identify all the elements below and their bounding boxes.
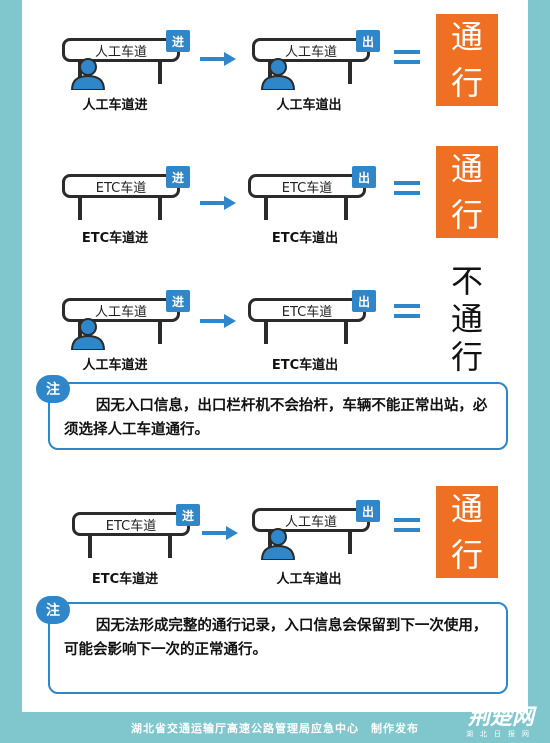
gate-label: ETC车道 <box>105 518 157 534</box>
gate-bar: ETC车道 <box>248 298 366 322</box>
exit-gate-2: ETC车道 出 <box>248 166 378 226</box>
result-pass-1: 通 行 <box>436 14 498 106</box>
logo-url: www.cnhubei.com <box>464 697 528 705</box>
result-char: 通 <box>450 150 483 188</box>
exit-tag: 出 <box>356 500 380 522</box>
exit-caption-2: ETC车道出 <box>271 231 339 246</box>
note-box-2: 因无法形成完整的通行记录，入口信息会保留到下一次使用，可能会影响下一次的正常通行… <box>48 602 508 694</box>
equals-icon <box>394 50 420 64</box>
entry-caption-4: ETC车道进 <box>91 572 159 587</box>
footer-credit: 湖北省交通运输厅高速公路管理局应急中心 制作发布 <box>131 721 419 735</box>
entry-gate-4: ETC车道 进 <box>72 504 202 564</box>
result-char: 行 <box>450 338 483 376</box>
result-char: 通 <box>450 18 483 56</box>
result-char: 行 <box>450 64 483 102</box>
gate-label: ETC车道 <box>281 180 333 196</box>
exit-gate-1: 人工车道 出 <box>252 30 382 90</box>
note-badge-2: 注 <box>36 596 70 624</box>
entry-tag: 进 <box>166 166 190 188</box>
gate-label: 人工车道 <box>284 44 337 60</box>
entry-gate-3: 人工车道 进 <box>62 290 192 350</box>
equals-icon <box>394 181 420 195</box>
result-pass-2: 通 行 <box>436 146 498 238</box>
exit-gate-3: ETC车道 出 <box>248 290 378 350</box>
toll-collector-icon <box>260 58 296 90</box>
gate-bar: ETC车道 <box>248 174 366 198</box>
gate-bar: ETC车道 <box>62 174 180 198</box>
result-char: 行 <box>450 536 483 574</box>
result-char: 通 <box>450 490 483 528</box>
entry-caption-1: 人工车道进 <box>82 98 148 113</box>
gate-bar: 人工车道 <box>62 298 180 322</box>
result-char: 通 <box>450 300 483 338</box>
result-char: 行 <box>450 196 483 234</box>
arrow-right-icon <box>200 52 236 66</box>
exit-caption-4: 人工车道出 <box>276 572 342 587</box>
entry-caption-3: 人工车道进 <box>82 358 148 373</box>
note-box-1: 因无入口信息，出口栏杆机不会抬杆，车辆不能正常出站，必须选择人工车道通行。 <box>48 382 508 450</box>
entry-tag: 进 <box>166 30 190 52</box>
equals-icon <box>394 518 420 532</box>
logo-main: 荆楚网 <box>467 704 534 730</box>
arrow-right-icon <box>200 314 236 328</box>
exit-tag: 出 <box>352 290 376 312</box>
note-text: 因无入口信息，出口栏杆机不会抬杆，车辆不能正常出站，必须选择人工车道通行。 <box>64 398 488 438</box>
gate-label: ETC车道 <box>95 180 147 196</box>
gate-label: 人工车道 <box>284 514 337 530</box>
toll-collector-icon <box>260 528 296 560</box>
entry-gate-2: ETC车道 进 <box>62 166 192 226</box>
exit-gate-4: 人工车道 出 <box>252 500 382 560</box>
entry-tag: 进 <box>166 290 190 312</box>
site-logo: www.cnhubei.com 荆楚网 湖北日报网 <box>464 697 536 739</box>
result-no-pass: 不 通 行 <box>436 262 498 376</box>
note-badge-1: 注 <box>36 375 70 403</box>
arrow-right-icon <box>202 526 238 540</box>
gate-label: ETC车道 <box>281 304 333 320</box>
exit-tag: 出 <box>356 30 380 52</box>
infographic-card <box>22 0 528 712</box>
result-char: 不 <box>450 262 483 300</box>
gate-bar: 人工车道 <box>62 38 180 62</box>
gate-bar: ETC车道 <box>72 512 190 536</box>
note-text: 因无法形成完整的通行记录，入口信息会保留到下一次使用，可能会影响下一次的正常通行… <box>64 618 488 658</box>
entry-gate-1: 人工车道 进 <box>62 30 192 90</box>
toll-collector-icon <box>70 318 106 350</box>
entry-caption-2: ETC车道进 <box>81 231 149 246</box>
result-pass-4: 通 行 <box>436 486 498 578</box>
exit-caption-1: 人工车道出 <box>276 98 342 113</box>
logo-sub: 湖北日报网 <box>466 730 536 738</box>
gate-label: 人工车道 <box>94 44 147 60</box>
equals-icon <box>394 304 420 318</box>
entry-tag: 进 <box>176 504 200 526</box>
toll-collector-icon <box>70 58 106 90</box>
gate-label: 人工车道 <box>94 304 147 320</box>
arrow-right-icon <box>200 196 236 210</box>
exit-caption-3: ETC车道出 <box>271 358 339 373</box>
exit-tag: 出 <box>352 166 376 188</box>
footer: 湖北省交通运输厅高速公路管理局应急中心 制作发布 <box>0 712 550 743</box>
